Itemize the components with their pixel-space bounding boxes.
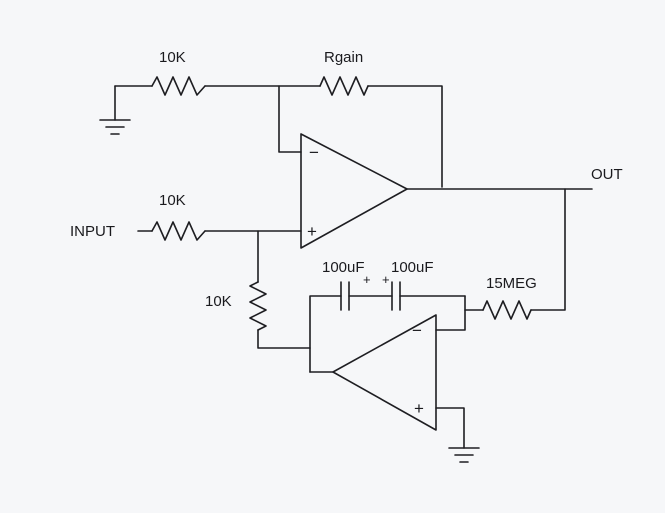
capacitor-c1 [340,281,350,311]
c1-plus-sign: + [363,272,371,287]
label-r-bias-10k: 10K [205,293,232,310]
label-c1-100uf: 100uF [322,259,365,276]
wire-bias-to-u2 [257,329,311,349]
label-r1-10k: 10K [159,49,186,66]
c2-plus-sign: + [382,272,390,287]
resistor-10k-input [151,221,206,241]
wire-cap-left [309,295,342,373]
wire-node-to-u1-minus [278,85,302,153]
label-r-input-10k: 10K [159,192,186,209]
u1-minus-sign: − [309,143,319,162]
wire-rgain-to-out [367,85,443,188]
opamp-u2 [332,314,437,431]
ground-symbol-bottom [448,447,480,463]
label-input: INPUT [70,223,115,240]
wire-r15meg-to-out [530,188,566,311]
resistor-rgain [319,76,369,96]
ground-symbol-top-left [99,85,131,135]
wire-node-to-u2-minus [435,295,466,331]
resistor-10k-top [151,76,206,96]
label-rgain: Rgain [324,49,363,66]
label-c2-100uf: 100uF [391,259,434,276]
label-r-15meg: 15MEG [486,275,537,292]
u2-minus-sign: − [412,321,422,340]
resistor-10k-bias [249,281,267,331]
label-out: OUT [591,166,623,183]
u1-plus-sign: + [307,222,317,241]
capacitor-c2 [391,281,401,311]
wire-u2-plus-to-ground [435,407,465,449]
resistor-15meg [482,300,532,320]
u2-plus-sign: + [414,399,424,418]
opamp-u1 [300,133,408,249]
